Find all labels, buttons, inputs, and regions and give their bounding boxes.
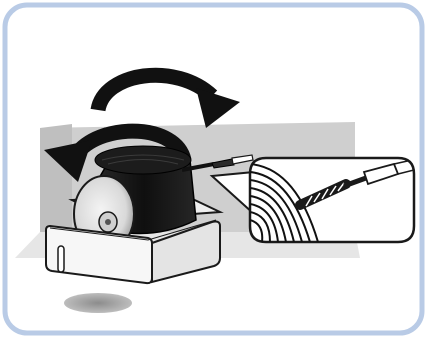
floor-hole	[64, 293, 132, 313]
